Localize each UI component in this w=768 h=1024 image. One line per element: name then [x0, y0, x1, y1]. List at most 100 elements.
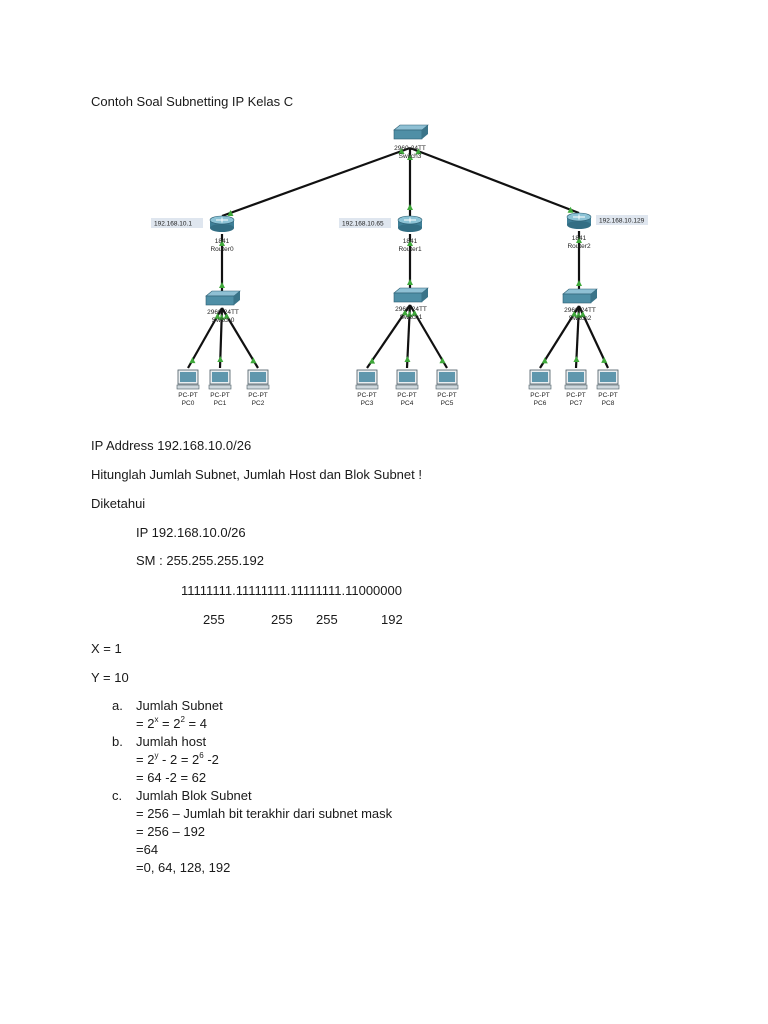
- switch-side: [591, 289, 597, 303]
- router-base: [398, 224, 422, 232]
- answer-list: a.Jumlah Subnet = 2x = 22 = 4 b.Jumlah h…: [112, 697, 392, 877]
- network-topology-diagram: 2960-24TTSwitch31841Router0192.168.10.11…: [151, 124, 648, 407]
- link-status-indicator: [571, 310, 578, 317]
- pc-name: PC7: [570, 400, 583, 407]
- link-status-indicator: [411, 309, 418, 316]
- link-status-indicator: [218, 313, 225, 320]
- link-status-indicator: [407, 240, 413, 246]
- pc-keyboard: [246, 384, 270, 390]
- ip-label-box: [339, 218, 391, 228]
- link-status-indicator: [579, 311, 586, 318]
- link-status-indicator: [404, 356, 411, 363]
- router-base: [210, 224, 234, 232]
- pc-type: PC-PT: [437, 392, 457, 399]
- router-icon: [566, 212, 592, 229]
- switch-front: [393, 129, 423, 140]
- router-arrows: [404, 217, 416, 223]
- link-status-indicator: [227, 209, 234, 216]
- answer-label: b.: [112, 734, 123, 749]
- y-value: Y = 10: [91, 670, 129, 685]
- pc-type: PC-PT: [210, 392, 230, 399]
- pc-keyboard: [596, 384, 620, 390]
- pc-screen: [439, 372, 455, 382]
- answer-label: c.: [112, 788, 123, 803]
- link-status-indicator: [567, 206, 574, 213]
- pc-icon: [208, 369, 232, 390]
- octet-4: 192: [381, 612, 403, 627]
- pc-type: PC-PT: [357, 392, 377, 399]
- switch-model: 2960-24TT: [207, 309, 239, 316]
- pc-keyboard: [435, 384, 459, 390]
- pc-keyboard: [355, 384, 379, 390]
- router-model: 1841: [572, 235, 587, 242]
- answer-line: =0, 64, 128, 192: [136, 860, 231, 875]
- pc-type: PC-PT: [178, 392, 198, 399]
- known-ip: IP 192.168.10.0/26: [136, 525, 246, 540]
- pc-name: PC8: [602, 400, 615, 407]
- router-ip-label: 192.168.10.65: [342, 221, 384, 228]
- switch-side: [234, 291, 240, 305]
- pc-type: PC-PT: [248, 392, 268, 399]
- link-status-indicator: [398, 148, 405, 155]
- switch-front: [205, 295, 235, 306]
- pc-name: PC1: [214, 400, 227, 407]
- page-title: Contoh Soal Subnetting IP Kelas C: [91, 94, 294, 109]
- router-base: [567, 221, 591, 229]
- switch-model: 2960-24TT: [395, 306, 427, 313]
- link-status-indicator: [406, 310, 413, 317]
- links-layer: [187, 146, 609, 369]
- router-arrows: [573, 214, 585, 220]
- answer-a: a.Jumlah Subnet = 2x = 22 = 4: [112, 697, 392, 733]
- switch-top: [393, 287, 429, 294]
- pc-screen: [532, 372, 548, 382]
- access-switch-icon: [562, 288, 598, 304]
- router-ip-label: 192.168.10.1: [154, 221, 192, 228]
- pc-icon: [528, 369, 552, 390]
- pc-screen: [180, 372, 196, 382]
- core-switch-icon: [393, 124, 429, 140]
- known-heading: Diketahui: [91, 496, 146, 511]
- pc-icon: [355, 369, 379, 390]
- pc-name: PC5: [441, 400, 454, 407]
- pc-screen: [399, 372, 415, 382]
- pc-type: PC-PT: [598, 392, 618, 399]
- link-status-indicator: [401, 309, 408, 316]
- link-status-indicator: [189, 357, 196, 364]
- answer-c: c.Jumlah Blok Subnet = 256 – Jumlah bit …: [112, 787, 392, 877]
- octet-2: 255: [271, 612, 293, 627]
- core-switch-model: 2960-24TT: [394, 145, 426, 152]
- pc-icon: [246, 369, 270, 390]
- pc-keyboard: [528, 384, 552, 390]
- binary-mask: 11111111.11111111.11111111.11000000: [181, 583, 402, 598]
- router-ip-label: 192.168.10.129: [599, 218, 645, 225]
- pc-icon: [176, 369, 200, 390]
- pc-type: PC-PT: [530, 392, 550, 399]
- pc-icon: [435, 369, 459, 390]
- link-status-indicator: [223, 312, 230, 319]
- link-status-indicator: [415, 148, 422, 155]
- link-status-indicator: [217, 356, 224, 363]
- switch-side: [422, 288, 428, 302]
- ip-label-box: [151, 218, 203, 228]
- pc-screen: [568, 372, 584, 382]
- link-status-indicator: [573, 356, 580, 363]
- answer-b: b.Jumlah host = 2y - 2 = 26 -2 = 64 -2 =…: [112, 733, 392, 787]
- switch-model: 2960-24TT: [564, 307, 596, 314]
- octet-1: 255: [203, 612, 225, 627]
- link-status-indicator: [601, 356, 608, 363]
- access-switch-icon: [205, 290, 241, 306]
- switch-top: [205, 290, 241, 297]
- pc-name: PC3: [361, 400, 374, 407]
- pc-type: PC-PT: [566, 392, 586, 399]
- switch-name: Switch1: [400, 314, 423, 321]
- switch-front: [562, 293, 592, 304]
- link-status-indicator: [541, 357, 548, 364]
- link-status-indicator: [250, 357, 257, 364]
- link-status-indicator: [369, 357, 376, 364]
- switch-side: [422, 125, 428, 139]
- switch-name: Switch0: [212, 317, 235, 324]
- answer-line: = 256 – 192: [136, 824, 206, 839]
- pc-keyboard: [208, 384, 232, 390]
- router-arrows: [216, 217, 228, 223]
- pc-keyboard: [564, 384, 588, 390]
